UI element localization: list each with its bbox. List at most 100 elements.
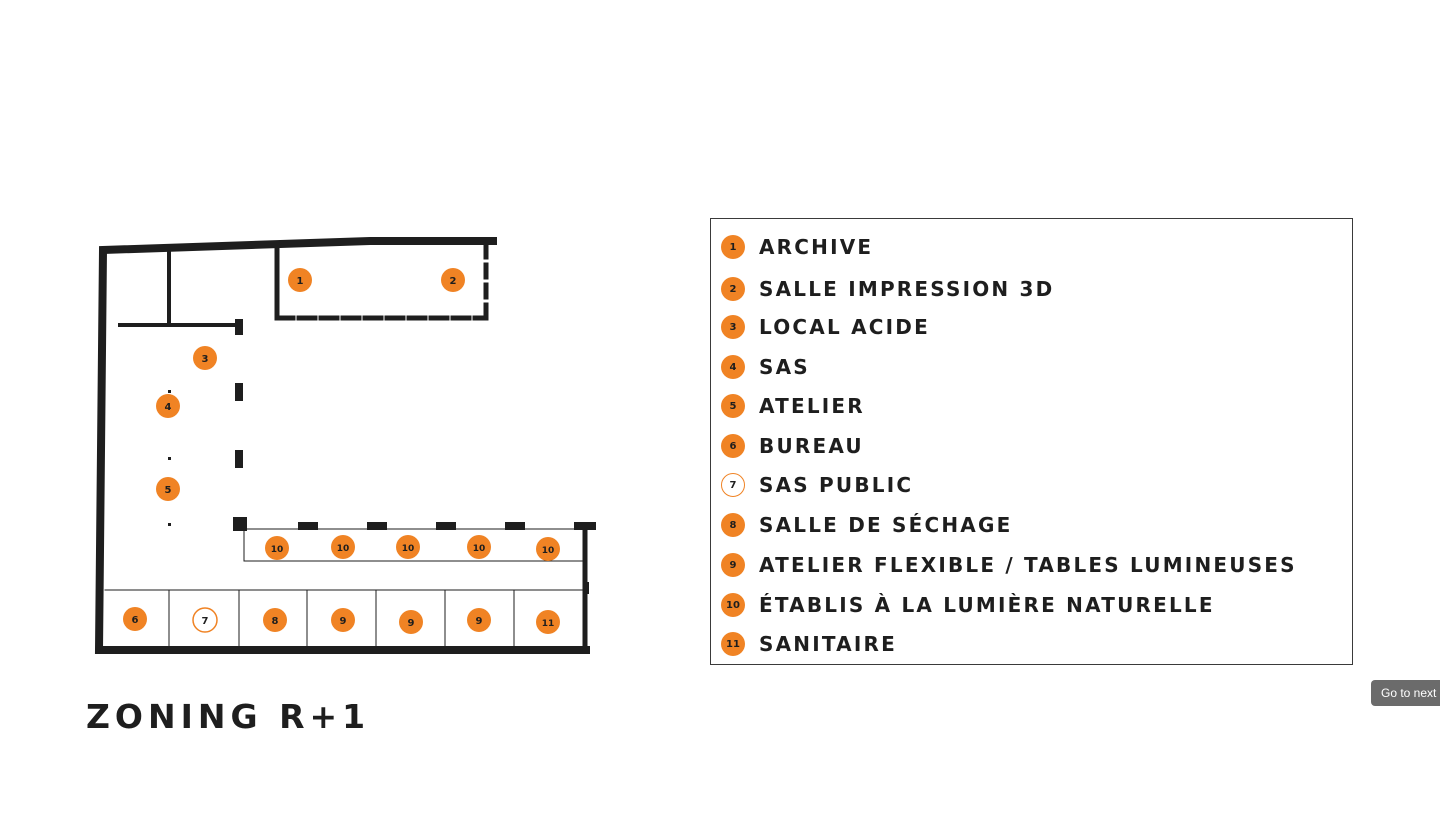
pillar (583, 582, 589, 594)
legend-item: 9 ATELIER FLEXIBLE / TABLES LUMINEUSES (721, 550, 1297, 580)
zone-marker-circle (467, 608, 491, 632)
legend-item: 11 SANITAIRE (721, 629, 897, 659)
pillar (168, 523, 171, 526)
zone-marker-circle (331, 535, 355, 559)
legend-number-badge: 3 (721, 315, 745, 339)
zone-marker-4: 4 (156, 394, 180, 418)
legend-label: BUREAU (759, 434, 864, 458)
zone-marker-10: 10 (265, 536, 289, 560)
zone-marker-10: 10 (396, 535, 420, 559)
zone-marker-10: 10 (467, 535, 491, 559)
pillar (168, 457, 171, 460)
pillar (235, 319, 243, 335)
legend-number-badge: 5 (721, 394, 745, 418)
legend-label: SANITAIRE (759, 632, 897, 656)
legend-item: 6 BUREAU (721, 431, 864, 461)
legend-number-badge: 10 (721, 593, 745, 617)
legend-item: 3 LOCAL ACIDE (721, 312, 930, 342)
zone-marker-circle (265, 536, 289, 560)
zone-marker-number: 5 (165, 485, 172, 496)
zone-marker-circle (123, 607, 147, 631)
legend-label: SAS (759, 355, 810, 379)
legend-label: SAS PUBLIC (759, 473, 914, 497)
pillar (436, 522, 456, 530)
pillar (233, 517, 247, 531)
zone-marker-number: 10 (473, 544, 486, 554)
zone-marker-5: 5 (156, 477, 180, 501)
zone-marker-number: 1 (297, 276, 304, 287)
zone-marker-7: 7 (192, 607, 218, 633)
zone-marker-9: 9 (331, 608, 355, 632)
zone-marker-8: 8 (263, 608, 287, 632)
zone-marker-circle (399, 610, 423, 634)
zone-marker-10: 10 (536, 537, 560, 561)
legend-item: 8 SALLE DE SÉCHAGE (721, 510, 1012, 540)
zone-marker-circle (536, 610, 560, 634)
floor-plan: 1 2 3 4 5 10 10 10 10 10 6 7 8 9 9 9 11 (94, 237, 596, 654)
zone-marker-circle (193, 346, 217, 370)
pillar (574, 522, 596, 530)
legend-label: SALLE IMPRESSION 3D (759, 277, 1055, 301)
zone-marker-number: 7 (202, 616, 209, 627)
legend-item: 2 SALLE IMPRESSION 3D (721, 274, 1054, 304)
pillar (168, 390, 171, 393)
pillars (168, 319, 596, 594)
zone-marker-number: 3 (202, 354, 209, 365)
plan-markers: 1 2 3 4 5 10 10 10 10 10 6 7 8 9 9 9 11 (123, 268, 560, 634)
legend-label: ARCHIVE (759, 235, 874, 259)
legend-number-badge: 2 (721, 277, 745, 301)
zone-marker-number: 2 (450, 276, 457, 287)
legend-number-badge: 11 (721, 632, 745, 656)
walls (94, 237, 590, 654)
zone-marker-number: 10 (271, 545, 284, 555)
zone-marker-circle (467, 535, 491, 559)
zone-marker-circle (536, 537, 560, 561)
zone-marker-9: 9 (467, 608, 491, 632)
zone-marker-10: 10 (331, 535, 355, 559)
legend-number-badge: 9 (721, 553, 745, 577)
zone-marker-circle (263, 608, 287, 632)
pillar (235, 383, 243, 401)
pillar (298, 522, 318, 530)
legend-item: 10 ÉTABLIS À LA LUMIÈRE NATURELLE (721, 590, 1215, 620)
zone-marker-number: 11 (542, 619, 555, 629)
legend-number-badge: 8 (721, 513, 745, 537)
legend-item: 4 SAS (721, 352, 810, 382)
next-page-button[interactable]: Go to next p (1371, 680, 1440, 706)
zone-marker-circle (192, 607, 218, 633)
legend-label: ÉTABLIS À LA LUMIÈRE NATURELLE (759, 593, 1215, 617)
zone-marker-1: 1 (288, 268, 312, 292)
legend-number-badge: 4 (721, 355, 745, 379)
zone-marker-11: 11 (536, 610, 560, 634)
legend-label: SALLE DE SÉCHAGE (759, 513, 1013, 537)
legend-item: 7 SAS PUBLIC (721, 470, 913, 500)
zone-marker-number: 4 (165, 402, 172, 413)
zone-marker-circle (441, 268, 465, 292)
zone-marker-number: 10 (337, 544, 350, 554)
zone-marker-3: 3 (193, 346, 217, 370)
zone-marker-circle (288, 268, 312, 292)
zone-marker-number: 10 (402, 544, 415, 554)
plan-title: ZONING R+1 (86, 697, 371, 736)
zone-marker-6: 6 (123, 607, 147, 631)
zone-marker-circle (331, 608, 355, 632)
zone-marker-9: 9 (399, 610, 423, 634)
zone-marker-number: 8 (272, 616, 279, 627)
zone-marker-circle (156, 477, 180, 501)
zone-marker-circle (156, 394, 180, 418)
zone-marker-number: 9 (340, 616, 347, 627)
pillar (235, 450, 243, 468)
zone-marker-number: 10 (542, 546, 555, 556)
outer-wall (94, 237, 590, 654)
pillar (367, 522, 387, 530)
zone-marker-2: 2 (441, 268, 465, 292)
legend-label: LOCAL ACIDE (759, 315, 930, 339)
legend-number-badge: 7 (721, 473, 745, 497)
legend-label: ATELIER FLEXIBLE / TABLES LUMINEUSES (759, 553, 1297, 577)
zone-marker-circle (396, 535, 420, 559)
legend-number-badge: 6 (721, 434, 745, 458)
zone-marker-number: 9 (408, 618, 415, 629)
